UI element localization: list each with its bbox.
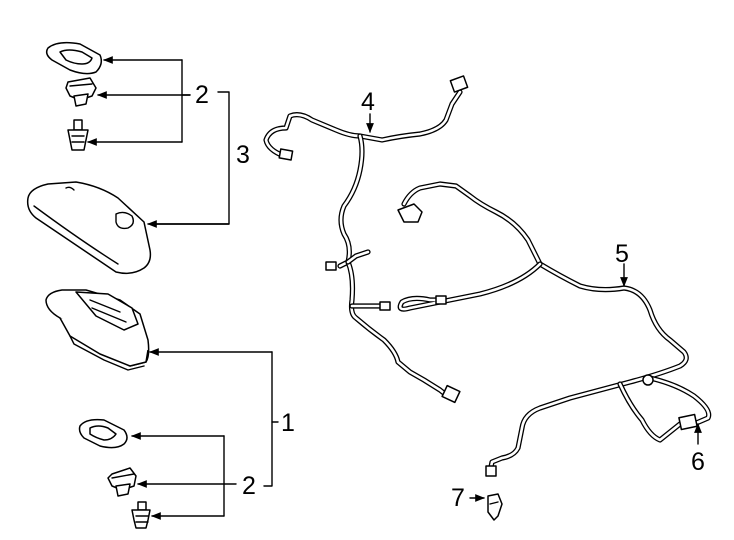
antenna-cover [26,181,152,275]
callout-7: 7 [451,484,465,512]
callout-2-lower: 2 [242,472,256,500]
callout-2-upper: 2 [195,81,209,109]
lower-item2-leaders [131,432,237,520]
upper-screw [67,119,89,151]
callout-pointers [366,113,702,502]
item1-bracket [149,348,279,487]
lower-clip [107,467,137,497]
item3-bracket [147,91,230,228]
lower-gasket [78,418,128,449]
callout-3: 3 [236,141,250,169]
antenna-base [45,289,150,371]
upper-clip [65,77,97,107]
harness-clip [487,493,503,521]
callout-5: 5 [615,240,629,268]
lower-wire-harness [397,181,712,477]
lower-screw [131,501,151,529]
upper-wire-harness [263,75,469,404]
callout-4: 4 [361,88,375,116]
callout-6: 6 [691,448,705,476]
upper-item2-leaders [87,56,191,146]
upper-gasket [45,41,103,75]
callout-1: 1 [281,409,295,437]
